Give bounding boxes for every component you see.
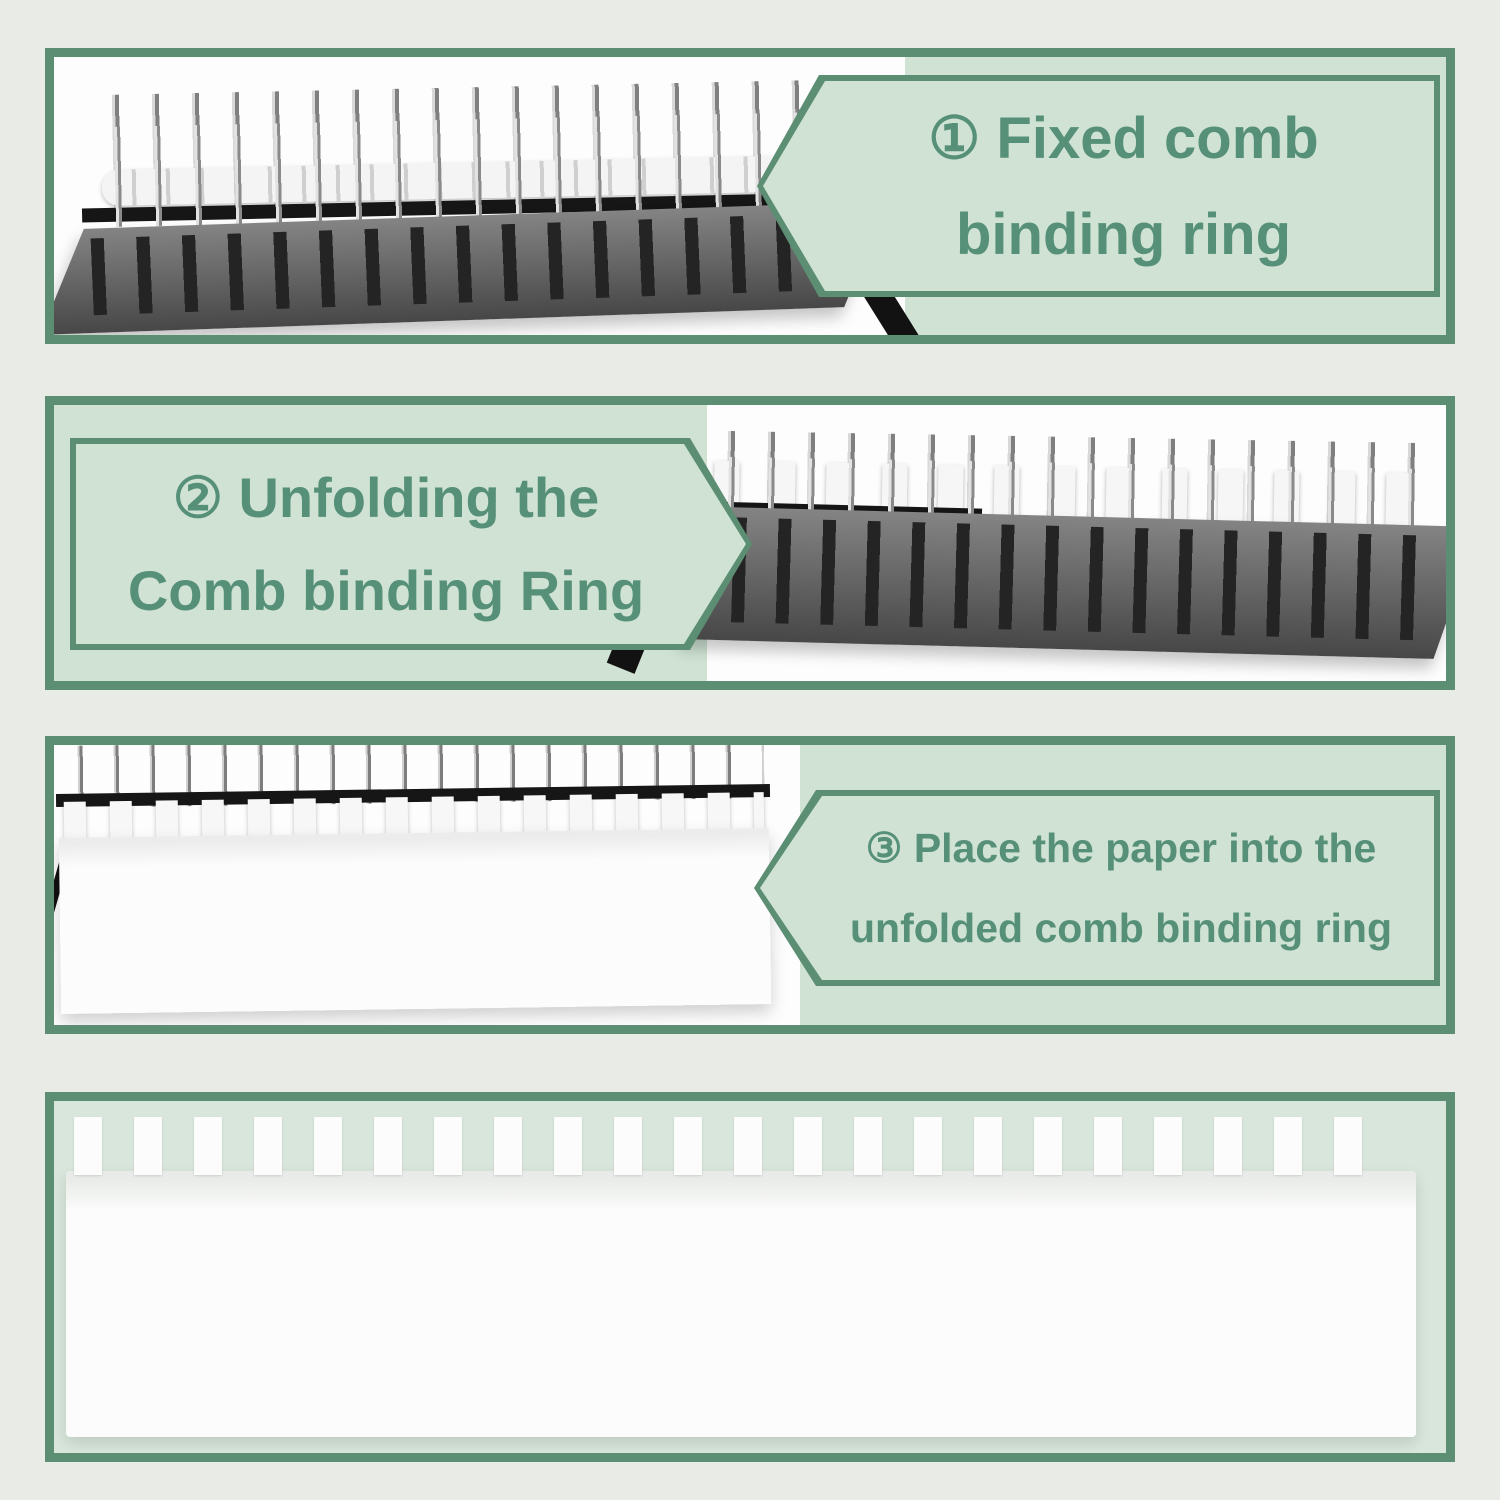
step-2-panel: ② Unfolding the Comb binding Ring — [45, 396, 1455, 690]
comb-binding-teeth — [74, 1117, 1386, 1175]
callout-fill — [76, 444, 746, 644]
step-1-label-line2: binding ring — [955, 202, 1292, 267]
tray-slots — [731, 517, 1432, 641]
step-3-panel: ③ Place the paper into the unfolded comb… — [45, 736, 1455, 1034]
bound-paper-panel — [45, 1092, 1455, 1462]
step-1-label: ① Fixed comb binding ring — [757, 75, 1440, 297]
step-1-label-line1: ① Fixed comb — [928, 106, 1319, 171]
tray-slots — [90, 212, 841, 316]
step-2-label: ② Unfolding the Comb binding Ring — [70, 438, 752, 650]
step-3-label-line1: ③ Place the paper into the — [865, 824, 1377, 871]
step-1-panel: ① Fixed comb binding ring — [45, 48, 1455, 344]
step-2-label-line2: Comb binding Ring — [127, 559, 645, 622]
step-2-callout: ② Unfolding the Comb binding Ring — [70, 438, 752, 650]
step-1-callout: ① Fixed comb binding ring — [757, 75, 1440, 297]
paper-sheet — [58, 828, 772, 1014]
step-3-label-line2: unfolded comb binding ring — [849, 905, 1393, 952]
machine-tray — [680, 507, 1446, 659]
bound-paper-sheet — [66, 1171, 1416, 1437]
step-3-label: ③ Place the paper into the unfolded comb… — [754, 790, 1440, 986]
step-3-callout: ③ Place the paper into the unfolded comb… — [754, 790, 1440, 986]
callout-fill — [760, 796, 1434, 980]
step-2-label-line1: ② Unfolding the — [172, 466, 600, 529]
callout-fill — [763, 81, 1434, 291]
